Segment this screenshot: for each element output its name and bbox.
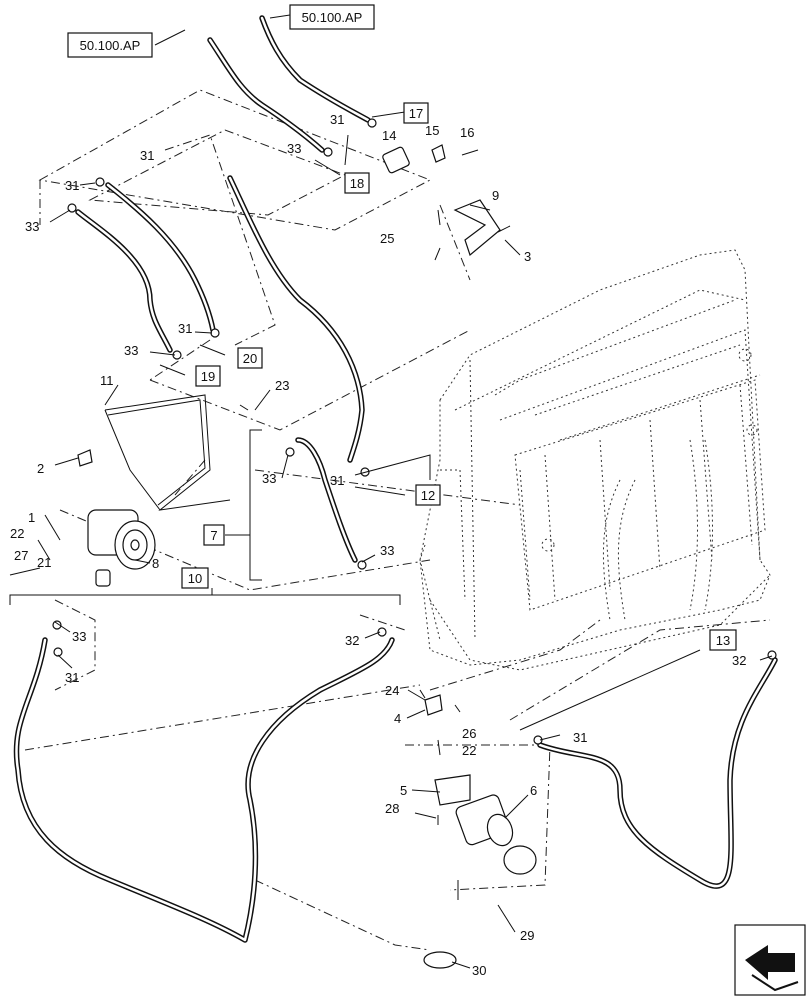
callout-33-e[interactable]: 33 — [380, 543, 394, 558]
boxed-callout-17[interactable]: 17 — [403, 102, 429, 124]
callout-30[interactable]: 30 — [472, 963, 486, 978]
callout-8[interactable]: 8 — [152, 556, 159, 571]
callout-23[interactable]: 23 — [275, 378, 289, 393]
boxed-callout-18[interactable]: 18 — [344, 172, 370, 194]
callout-31-d[interactable]: 31 — [330, 473, 344, 488]
svg-text:12: 12 — [421, 488, 435, 503]
svg-text:18: 18 — [350, 176, 364, 191]
reference-box-right[interactable]: 50.100.AP — [289, 4, 375, 30]
callout-1[interactable]: 1 — [28, 510, 35, 525]
callout-3[interactable]: 3 — [524, 249, 531, 264]
callout-31-f[interactable]: 31 — [573, 730, 587, 745]
svg-text:17: 17 — [409, 106, 423, 121]
callout-31-e[interactable]: 31 — [65, 670, 79, 685]
callout-9[interactable]: 9 — [492, 188, 499, 203]
callout-33-c[interactable]: 33 — [124, 343, 138, 358]
components — [9, 118, 777, 969]
callout-14[interactable]: 14 — [382, 128, 396, 143]
callout-29[interactable]: 29 — [520, 928, 534, 943]
callout-numbers: 1 2 3 4 5 6 8 9 11 14 15 16 21 22 22 23 … — [10, 112, 746, 978]
callout-27[interactable]: 27 — [14, 548, 28, 563]
svg-text:13: 13 — [716, 633, 730, 648]
boxed-callout-13[interactable]: 13 — [709, 629, 737, 651]
callout-32-b[interactable]: 32 — [732, 653, 746, 668]
callout-25[interactable]: 25 — [380, 231, 394, 246]
callout-leaders — [9, 14, 773, 969]
callout-33-f[interactable]: 33 — [72, 629, 86, 644]
hoses — [13, 15, 778, 943]
callout-24[interactable]: 24 — [385, 683, 399, 698]
callout-16[interactable]: 16 — [460, 125, 474, 140]
callout-31-a[interactable]: 31 — [330, 112, 344, 127]
boxed-callout-20[interactable]: 20 — [237, 347, 263, 369]
callout-26[interactable]: 26 — [462, 726, 476, 741]
orientation-arrow-icon — [734, 924, 806, 996]
callout-4[interactable]: 4 — [394, 711, 401, 726]
callout-31-c[interactable]: 31 — [178, 321, 192, 336]
svg-text:10: 10 — [188, 571, 202, 586]
callout-33-b[interactable]: 33 — [25, 219, 39, 234]
boxed-callouts: 17 18 20 19 12 7 10 13 — [181, 102, 737, 651]
callout-33-a[interactable]: 33 — [287, 141, 301, 156]
receiver-drier — [455, 794, 537, 875]
callout-6[interactable]: 6 — [530, 783, 537, 798]
callout-28[interactable]: 28 — [385, 801, 399, 816]
callout-31-b[interactable]: 31 — [65, 178, 79, 193]
svg-text:7: 7 — [210, 528, 217, 543]
compressor — [87, 509, 156, 587]
svg-text:19: 19 — [201, 369, 215, 384]
callout-5[interactable]: 5 — [400, 783, 407, 798]
reference-label-right: 50.100.AP — [302, 10, 363, 25]
boxed-callout-7[interactable]: 7 — [203, 524, 225, 546]
radiator-assembly — [419, 249, 771, 671]
callout-15[interactable]: 15 — [425, 123, 439, 138]
callout-31-g: 31 — [140, 148, 154, 163]
callout-22b[interactable]: 22 — [462, 743, 476, 758]
boxed-callout-10[interactable]: 10 — [181, 567, 209, 589]
callout-33-d[interactable]: 33 — [262, 471, 276, 486]
callout-32-a[interactable]: 32 — [345, 633, 359, 648]
callout-2[interactable]: 2 — [37, 461, 44, 476]
dash-dot-leaders — [24, 89, 771, 951]
boxed-callout-12[interactable]: 12 — [415, 484, 441, 506]
callout-22a[interactable]: 22 — [10, 526, 24, 541]
callout-11[interactable]: 11 — [100, 373, 114, 388]
boxed-callout-19[interactable]: 19 — [195, 365, 221, 387]
reference-box-left[interactable]: 50.100.AP — [67, 32, 153, 58]
svg-text:20: 20 — [243, 351, 257, 366]
reference-label-left: 50.100.AP — [80, 38, 141, 53]
callout-21[interactable]: 21 — [37, 555, 51, 570]
